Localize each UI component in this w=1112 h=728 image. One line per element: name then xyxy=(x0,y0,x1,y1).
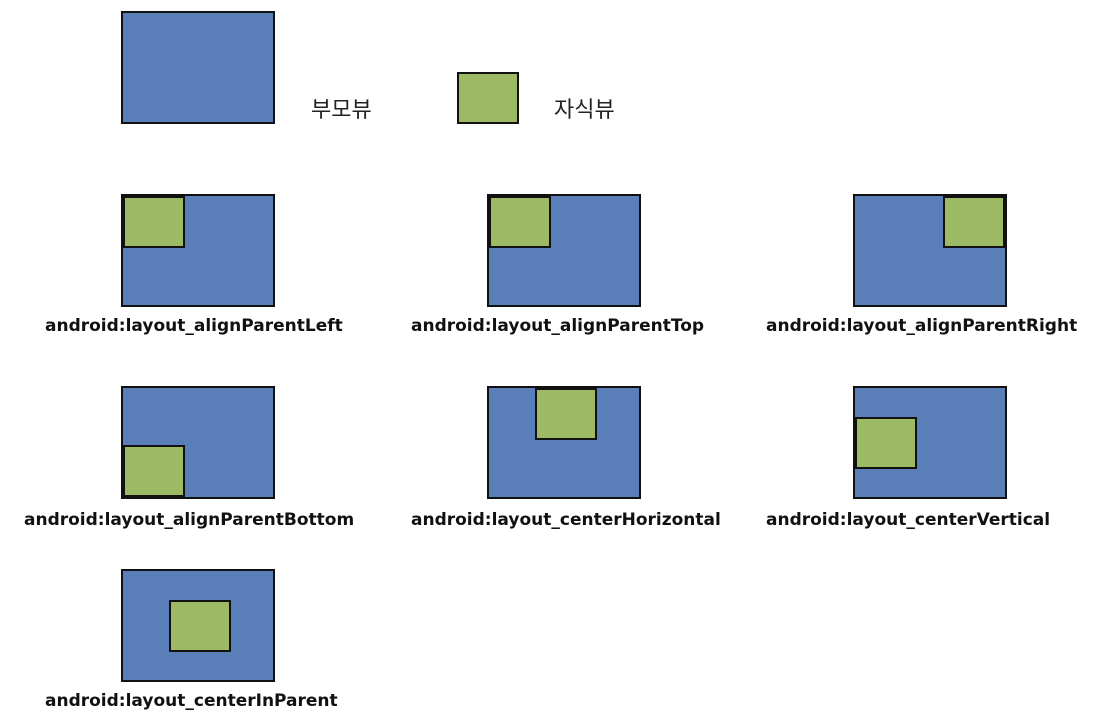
child-view xyxy=(123,445,185,497)
legend-parent-label: 부모뷰 xyxy=(311,98,372,123)
child-view xyxy=(943,196,1005,248)
example-align-parent-top xyxy=(487,194,641,307)
example-center-horizontal xyxy=(487,386,641,499)
child-view xyxy=(855,417,917,469)
legend-child-box xyxy=(457,72,519,124)
example-align-parent-left xyxy=(121,194,275,307)
example-center-in-parent xyxy=(121,569,275,682)
child-view xyxy=(169,600,231,652)
caption-align-parent-top: android:layout_alignParentTop xyxy=(411,316,705,336)
caption-center-vertical: android:layout_centerVertical xyxy=(766,510,1051,530)
caption-align-parent-right: android:layout_alignParentRight xyxy=(766,316,1078,336)
child-view xyxy=(489,196,551,248)
caption-center-in-parent: android:layout_centerInParent xyxy=(45,691,338,711)
child-view xyxy=(535,388,597,440)
example-align-parent-bottom xyxy=(121,386,275,499)
caption-align-parent-bottom: android:layout_alignParentBottom xyxy=(24,510,355,530)
legend-child-label: 자식뷰 xyxy=(554,98,615,123)
legend-parent-box xyxy=(121,11,275,124)
caption-align-parent-left: android:layout_alignParentLeft xyxy=(45,316,343,336)
child-view xyxy=(123,196,185,248)
example-align-parent-right xyxy=(853,194,1007,307)
example-center-vertical xyxy=(853,386,1007,499)
caption-center-horizontal: android:layout_centerHorizontal xyxy=(411,510,721,530)
